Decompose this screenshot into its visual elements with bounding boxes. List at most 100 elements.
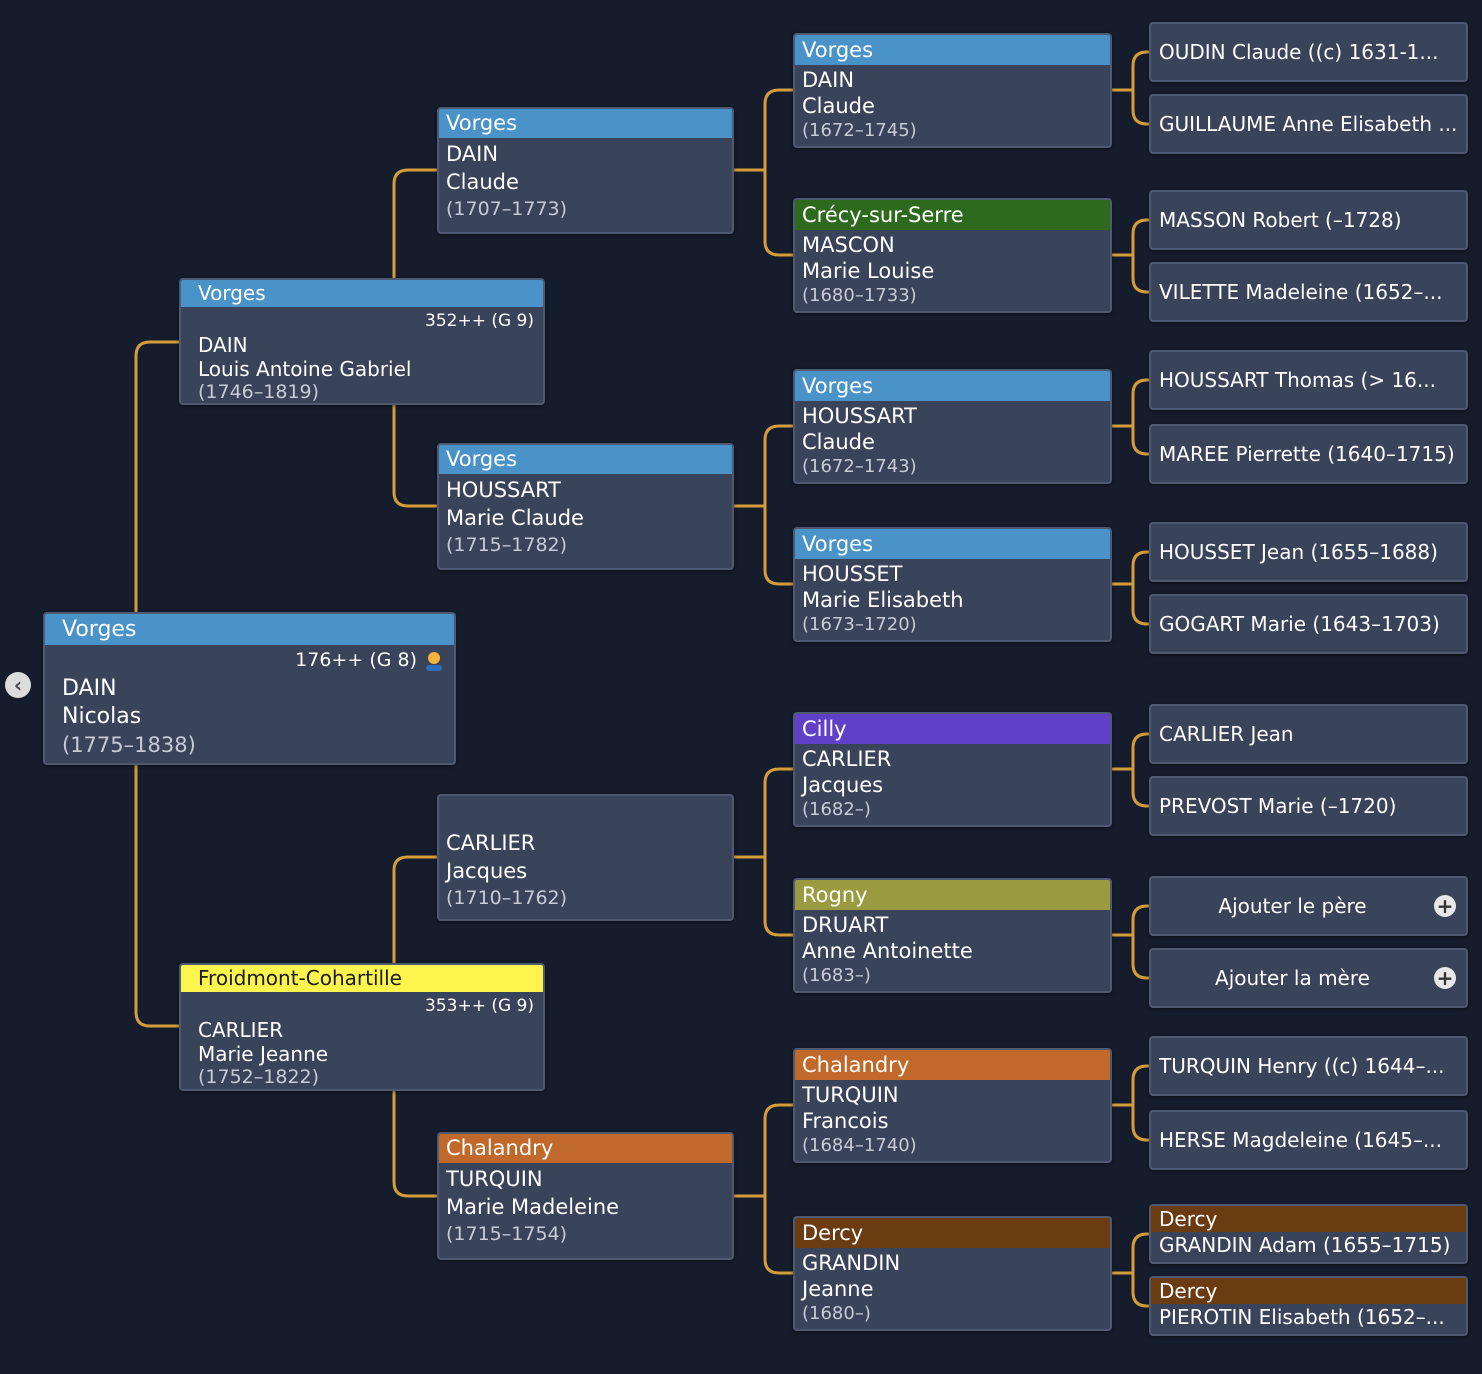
add-parent-card[interactable]: Ajouter la mère +: [1149, 948, 1468, 1008]
ancestor-card[interactable]: GOGART Marie (1643–1703): [1149, 594, 1468, 654]
chevron-left-icon[interactable]: ‹: [5, 672, 31, 698]
add-parent-card[interactable]: Ajouter le père +: [1149, 876, 1468, 936]
ancestor-name: GUILLAUME Anne Elisabeth ...: [1159, 112, 1458, 136]
life-dates: (1715–1754): [446, 1223, 568, 1245]
life-dates: (1707–1773): [446, 198, 568, 220]
surname: HOUSSET: [802, 562, 903, 586]
ancestor-name: VILETTE Madeleine (1652–...: [1159, 280, 1443, 304]
ancestor-name: PIEROTIN Elisabeth (1652–...: [1159, 1305, 1445, 1329]
add-parent-label: Ajouter le père: [1218, 894, 1367, 918]
life-dates: (1752–1822): [198, 1066, 320, 1088]
ancestor-card[interactable]: MAREE Pierrette (1640–1715): [1149, 424, 1468, 484]
place-label: Dercy: [1151, 1278, 1466, 1304]
place-label: Froidmont-Cohartille: [181, 965, 543, 992]
surname: CARLIER: [198, 1018, 284, 1042]
connector-line: [1131, 904, 1149, 980]
surname: CARLIER: [446, 831, 536, 855]
sosa-text: 176++ (G 8): [295, 649, 417, 671]
place-label: Vorges: [181, 280, 543, 307]
ancestor-card[interactable]: HOUSSET Jean (1655–1688): [1149, 522, 1468, 582]
ancestor-card[interactable]: GUILLAUME Anne Elisabeth ...: [1149, 94, 1468, 154]
plus-icon[interactable]: +: [1434, 967, 1456, 989]
ancestor-card[interactable]: HERSE Magdeleine (1645–...: [1149, 1110, 1468, 1170]
surname: TURQUIN: [446, 1167, 543, 1191]
ancestor-name: GRANDIN Adam (1655–1715): [1159, 1233, 1451, 1257]
connector-line: [1131, 732, 1149, 808]
ancestor-card[interactable]: CARLIER Jean: [1149, 704, 1468, 764]
person-icon: [423, 650, 445, 672]
surname: TURQUIN: [802, 1083, 899, 1107]
place-label: Rogny: [795, 880, 1110, 910]
given-name: Marie Louise: [802, 259, 935, 283]
ancestor-card[interactable]: MASSON Robert (–1728): [1149, 190, 1468, 250]
connector-line: [392, 168, 437, 278]
ancestor-card[interactable]: HOUSSART Thomas (> 16...: [1149, 350, 1468, 410]
connector-line: [1131, 50, 1149, 126]
ancestor-name: HOUSSART Thomas (> 16...: [1159, 368, 1436, 392]
given-name: Claude: [446, 170, 519, 194]
place-label: Vorges: [439, 445, 732, 474]
surname: DAIN: [62, 676, 117, 701]
surname: GRANDIN: [802, 1251, 901, 1275]
life-dates: (1683–): [802, 965, 871, 986]
ancestor-name: MAREE Pierrette (1640–1715): [1159, 442, 1455, 466]
ancestor-card[interactable]: TURQUIN Henry ((c) 1644–...: [1149, 1036, 1468, 1096]
add-mother-button[interactable]: Ajouter la mère +: [1151, 950, 1466, 1006]
sosa-number: 353++ (G 9): [425, 996, 534, 1016]
given-name: Jeanne: [802, 1277, 874, 1301]
ancestor-name: OUDIN Claude ((c) 1631-1...: [1159, 40, 1439, 64]
connector-line: [1131, 550, 1149, 626]
life-dates: (1672–1745): [802, 120, 917, 141]
plus-icon[interactable]: +: [1434, 895, 1456, 917]
ancestor-name: HERSE Magdeleine (1645–...: [1159, 1128, 1442, 1152]
ancestor-card[interactable]: OUDIN Claude ((c) 1631-1...: [1149, 22, 1468, 82]
connector-line: [392, 1091, 437, 1198]
person-details: DAIN Claude (1707–1773): [439, 138, 732, 222]
ancestor-name: CARLIER Jean: [1159, 722, 1294, 746]
ancestor-card[interactable]: VILETTE Madeleine (1652–...: [1149, 262, 1468, 322]
place-label: Dercy: [1151, 1206, 1466, 1232]
place-label: Chalandry: [439, 1134, 732, 1163]
place-label: Dercy: [795, 1218, 1110, 1248]
connector-line: [1131, 378, 1149, 456]
add-father-button[interactable]: Ajouter le père +: [1151, 878, 1466, 934]
given-name: Claude: [802, 430, 875, 454]
given-name: Marie Elisabeth: [802, 588, 964, 612]
surname: DAIN: [446, 142, 499, 166]
connector-line: [763, 767, 793, 937]
connector-line: [763, 88, 793, 257]
sosa-number: 352++ (G 9): [425, 311, 534, 331]
given-name: Louis Antoine Gabriel: [198, 357, 412, 381]
surname: DAIN: [198, 333, 248, 357]
given-name: Marie Madeleine: [446, 1195, 620, 1219]
add-parent-label: Ajouter la mère: [1215, 966, 1370, 990]
ancestor-name: HOUSSET Jean (1655–1688): [1159, 540, 1438, 564]
ancestor-card[interactable]: PREVOST Marie (–1720): [1149, 776, 1468, 836]
place-label: Chalandry: [795, 1050, 1110, 1080]
